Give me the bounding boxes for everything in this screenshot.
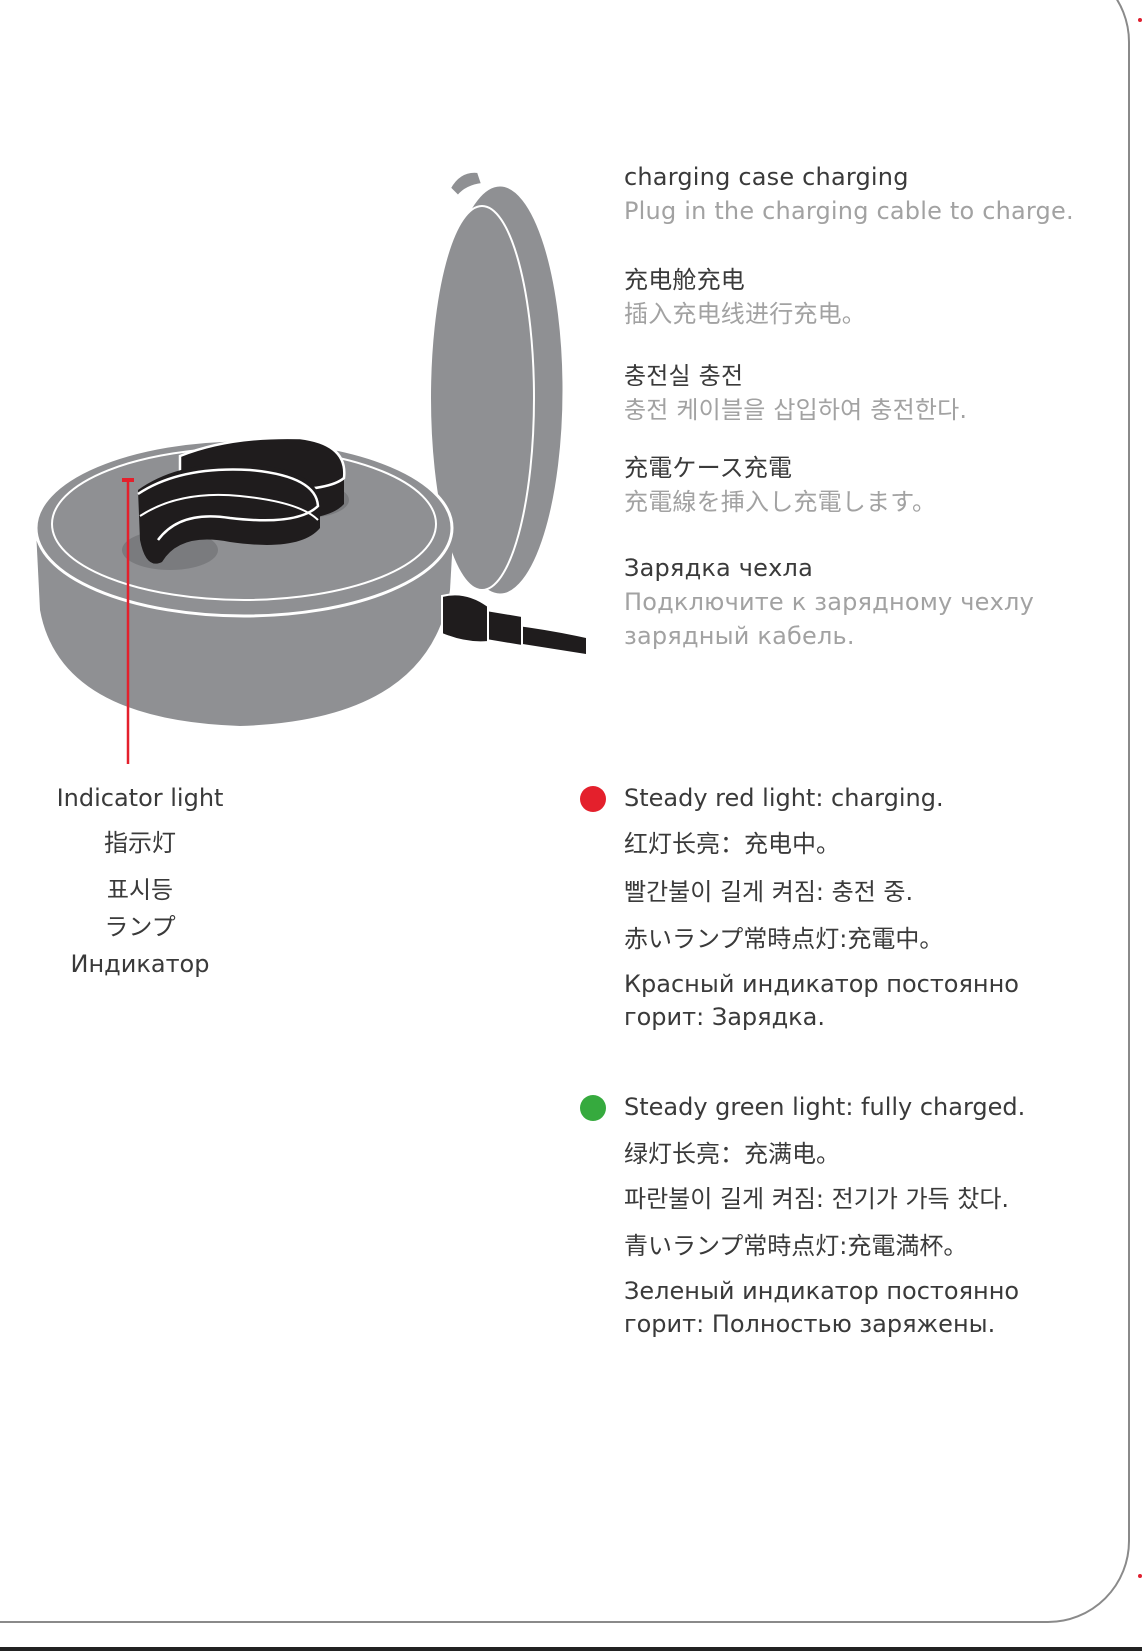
charging-instructions: charging case charging Plug in the charg… [624,160,1124,228]
red-status-ko: 빨간불이 길게 켜짐: 충전 중. [624,878,914,906]
indicator-label-ko: 표시등 [106,876,174,904]
red-status-ru-1: Красный индикатор постоянно [624,970,1019,998]
charging-title-en: charging case charging [624,163,909,191]
charging-title-zh: 充电舱充电 [624,266,745,294]
red-dot-icon [580,786,606,812]
indicator-pointer [122,478,134,764]
green-status-ko: 파란불이 길게 켜짐: 전기가 가득 찼다. [624,1185,1010,1213]
charging-instructions-ja: 充電ケース充電 充電線を挿入し充電します。 [624,451,1124,519]
charging-title-ko: 충전실 충전 [624,362,744,390]
green-dot-icon [580,1095,606,1121]
green-status-ru-2: горит: Полностью заряжены. [624,1310,996,1338]
charging-instructions-ko: 충전실 충전 충전 케이블을 삽입하여 충전한다. [624,359,1124,427]
edge-tick-top [1138,18,1142,22]
charging-title-ru: Зарядка чехла [624,554,813,582]
page-frame [0,0,1130,1623]
earbud-front [137,463,320,564]
red-status-en: Steady red light: charging. [624,784,944,812]
bottom-rule [0,1647,1142,1651]
charging-desc-zh: 插入充电线进行充电。 [624,300,866,328]
charging-case-illustration [34,170,586,764]
charging-desc-en: Plug in the charging cable to charge. [624,197,1074,225]
charging-desc-ru-2: зарядный кабель. [624,622,855,650]
indicator-label-ja: ランプ [104,913,176,941]
red-status-ru-2: горит: Зарядка. [624,1003,826,1031]
charging-instructions-ru: Зарядка чехла Подключите к зарядному чех… [624,551,1124,653]
indicator-label-en: Indicator light [56,784,224,812]
edge-tick-bottom [1138,1574,1142,1578]
indicator-label-zh: 指示灯 [104,829,176,857]
charging-desc-ru-1: Подключите к зарядному чехлу [624,588,1034,616]
charging-title-ja: 充電ケース充電 [624,454,793,482]
red-status-ja: 赤いランプ常時点灯:充電中。 [624,925,944,953]
green-status-ja: 青いランプ常時点灯:充電満杯。 [624,1232,968,1260]
green-status-en: Steady green light: fully charged. [624,1093,1026,1121]
green-status-zh: 绿灯长亮：充满电。 [624,1140,840,1168]
red-status-zh: 红灯长亮：充电中。 [624,830,840,858]
green-status-ru-1: Зеленый индикатор постоянно [624,1277,1020,1305]
charging-desc-ko: 충전 케이블을 삽입하여 충전한다. [624,396,968,424]
charging-instructions-zh: 充电舱充电 插入充电线进行充电。 [624,263,1124,331]
charging-cable [441,593,586,654]
indicator-label-ru: Индикатор [70,950,210,978]
case-lid [429,170,566,597]
charging-desc-ja: 充電線を挿入し充電します。 [624,488,937,516]
